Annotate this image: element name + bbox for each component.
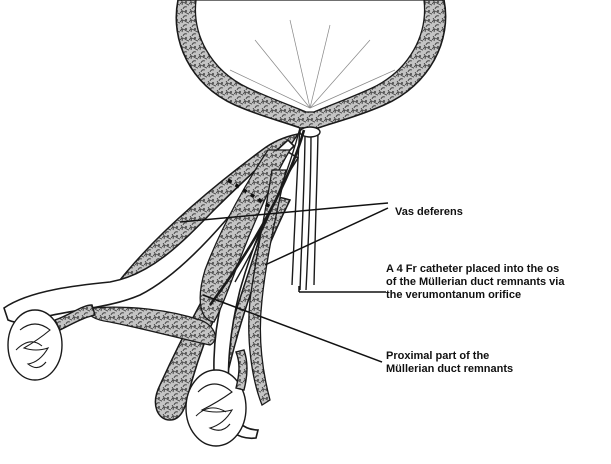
bladder xyxy=(176,0,445,128)
label-catheter-line-3: the verumontanum orifice xyxy=(386,289,564,302)
label-catheter-line-2: of the Müllerian duct remnants via xyxy=(386,276,564,289)
label-proximal-line-2: Müllerian duct remnants xyxy=(386,363,513,376)
label-proximal-line-1: Proximal part of the xyxy=(386,350,513,363)
left-testis xyxy=(8,305,95,380)
label-catheter: A 4 Fr catheter placed into the os of th… xyxy=(386,263,564,302)
label-vas-deferens-text: Vas deferens xyxy=(395,206,463,219)
label-proximal-remnants: Proximal part of the Müllerian duct remn… xyxy=(386,350,513,376)
label-vas-deferens: Vas deferens xyxy=(395,206,463,219)
label-catheter-line-1: A 4 Fr catheter placed into the os xyxy=(386,263,564,276)
